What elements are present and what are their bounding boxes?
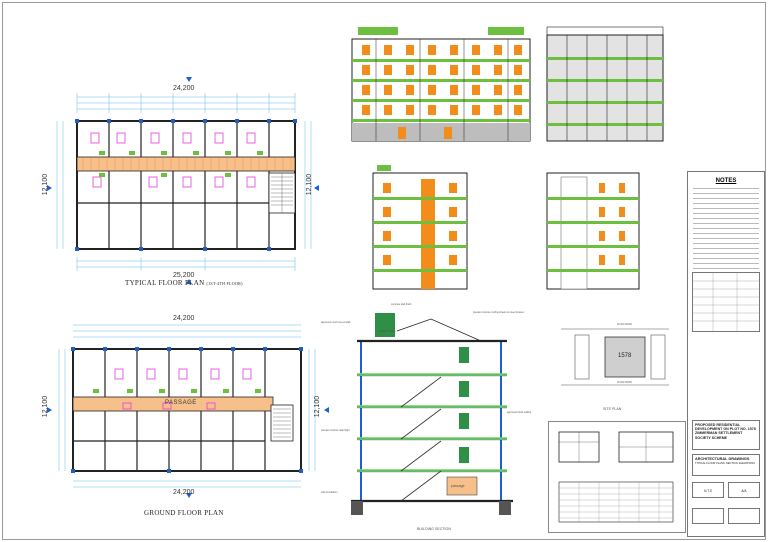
foundation-detail-drawing bbox=[558, 431, 674, 523]
section-title: BUILDING SECTION bbox=[417, 527, 451, 531]
typical-floor-plan-title: TYPICAL FLOOR PLAN (1ST-4TH FLOOR) bbox=[125, 279, 243, 287]
typical-width-bottom: 25,200 bbox=[173, 272, 195, 279]
side-elevation-right-drawing bbox=[546, 172, 640, 290]
drawing-subtitle-text: TYPICAL FLOOR PLANS, SECTION, ELEVATIONS bbox=[695, 462, 755, 465]
signature-cell-1 bbox=[692, 508, 724, 524]
drawing-title: ARCHITECTURAL DRAWINGS TYPICAL FLOOR PLA… bbox=[692, 454, 760, 476]
side-elevation-left bbox=[369, 163, 475, 295]
building-section-drawing bbox=[351, 313, 513, 515]
ground-width-bottom: 24,200 bbox=[173, 489, 195, 496]
typical-width-top: 24,200 bbox=[173, 85, 195, 92]
section-tank-label: water tank bbox=[379, 329, 396, 333]
drawing-title-text: ARCHITECTURAL DRAWINGS bbox=[695, 457, 750, 461]
project-title: PROPOSED RESIDENTIAL DEVELOPMENT ON PLOT… bbox=[692, 420, 760, 450]
side-elevation-left-drawing bbox=[372, 165, 468, 290]
site-plan-drawing bbox=[561, 328, 669, 386]
rear-elevation-drawing bbox=[546, 26, 664, 142]
site-plan: 20 000 ROAD 20 000 ROAD 1578 SITE PLAN bbox=[555, 319, 675, 413]
section-passage-label: passage bbox=[451, 484, 465, 488]
title-block: NOTES PROPOSED RESIDENTIAL DEVELOPMENT O… bbox=[687, 171, 765, 537]
front-elevation-drawing bbox=[351, 27, 531, 142]
section-annotation-2: precast concrete roofing sheets on steel… bbox=[473, 311, 524, 314]
site-road-top: 20 000 ROAD bbox=[617, 323, 632, 326]
rear-elevation bbox=[543, 23, 667, 151]
ground-floor-plan-drawing bbox=[47, 324, 329, 498]
typical-title-text: TYPICAL FLOOR PLAN bbox=[125, 279, 205, 287]
front-elevation bbox=[348, 23, 534, 151]
typical-floor-plan: 24,200 25,200 12,100 12,100 bbox=[42, 73, 323, 293]
scale-cell: N.T.S bbox=[692, 482, 724, 498]
ground-floor-plan-title: GROUND FLOOR PLAN bbox=[144, 509, 224, 517]
typical-subtitle-text: (1ST-4TH FLOOR) bbox=[206, 281, 243, 286]
building-section: water tank passage concrete slab finish … bbox=[321, 301, 543, 537]
section-annotation-3: approved mesh screed slab bbox=[321, 321, 351, 324]
typical-depth-right: 12,100 bbox=[306, 173, 314, 196]
site-plot-label: 1578 bbox=[618, 353, 632, 359]
signature-cell-2 bbox=[728, 508, 760, 524]
ground-width-top: 24,200 bbox=[173, 315, 195, 322]
notes-lines bbox=[688, 188, 764, 274]
ground-depth-left: 12,100 bbox=[42, 395, 50, 418]
revision-table bbox=[692, 272, 760, 332]
section-annotation-4: precast concrete stair flight bbox=[321, 429, 350, 432]
site-road-bottom: 20 000 ROAD bbox=[617, 381, 632, 384]
site-plan-title: SITE PLAN bbox=[603, 407, 622, 411]
typical-floor-plan-drawing bbox=[47, 77, 319, 284]
side-elevation-right bbox=[543, 163, 643, 295]
section-annotation-6: strip foundation bbox=[321, 491, 338, 494]
section-annotation-5: approved block walling bbox=[507, 411, 532, 414]
sheet-cell: A/A bbox=[728, 482, 760, 498]
typical-depth-left: 12,100 bbox=[42, 173, 50, 196]
revision-table-grid bbox=[693, 273, 759, 331]
ground-passage-label: PASSAGE bbox=[165, 400, 197, 406]
ground-floor-plan: 24,200 24,200 12,100 12,100 PASSAGE bbox=[42, 315, 333, 511]
foundation-detail bbox=[548, 421, 686, 533]
section-annotation-1: concrete slab finish bbox=[391, 303, 412, 306]
notes-title: NOTES bbox=[715, 178, 737, 184]
